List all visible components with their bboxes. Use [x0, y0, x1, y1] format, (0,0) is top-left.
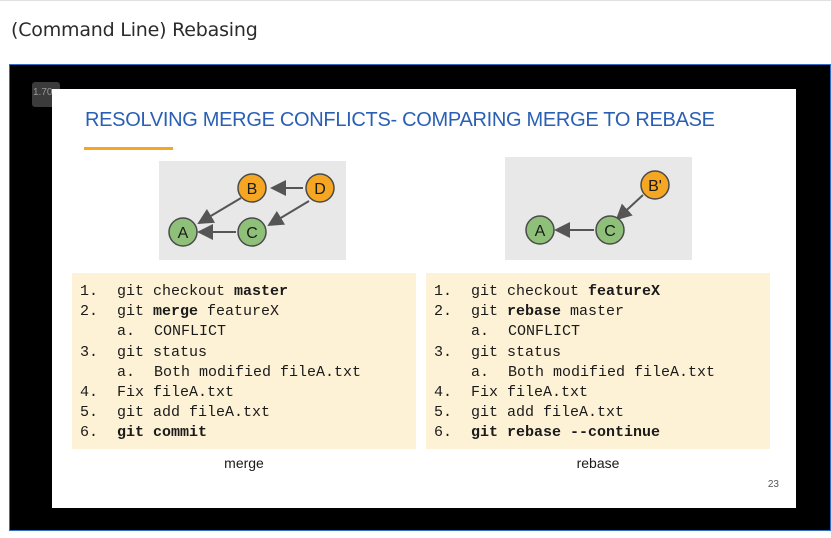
rebase-diagram: A C B' — [505, 157, 692, 260]
substep-letter: a. — [471, 323, 490, 341]
node-b-prime-label: B' — [648, 178, 662, 195]
merge-step-4: 4. Fix fileA.txt — [80, 383, 416, 403]
edge-bprime-c — [615, 194, 644, 221]
slide-heading: RESOLVING MERGE CONFLICTS- COMPARING MER… — [85, 109, 715, 131]
merge-step-1: 1. git checkout master — [80, 282, 416, 302]
substep-text: CONFLICT — [154, 323, 227, 341]
node-c: C — [237, 217, 267, 247]
step-number: 4. — [434, 383, 453, 401]
step-text-suffix: featureX — [198, 303, 280, 321]
heading-accent-line — [84, 147, 173, 150]
step-number: 6. — [80, 424, 99, 442]
page-title: (Command Line) Rebasing — [11, 19, 258, 41]
merge-graph: A B C D — [168, 173, 335, 247]
node-d: D — [305, 173, 335, 203]
step-text-bold: featureX — [588, 283, 661, 300]
merge-step-3: 3. git status — [80, 343, 416, 363]
rebase-step-4: 4. Fix fileA.txt — [434, 383, 770, 403]
node-b-prime: B' — [640, 170, 670, 200]
edge-b-a — [197, 197, 242, 225]
merge-step-5: 5. git add fileA.txt — [80, 403, 416, 423]
substep-text: Both modified fileA.txt — [154, 363, 362, 381]
step-number: 3. — [434, 343, 453, 361]
step-number: 6. — [434, 424, 453, 442]
node-a-label: A — [535, 223, 546, 240]
rebase-step-1: 1. git checkout featureX — [434, 282, 770, 302]
step-number: 5. — [80, 404, 99, 422]
node-d-label: D — [314, 181, 326, 198]
substep-text: Both modified fileA.txt — [508, 363, 716, 381]
step-text-bold: git rebase --continue — [471, 424, 661, 442]
rebase-step-2: 2. git rebase master — [434, 302, 770, 322]
rebase-caption: rebase — [576, 455, 620, 471]
edge-d-c — [267, 200, 310, 227]
step-text-bold: merge — [153, 303, 199, 321]
step-text: git add fileA.txt — [471, 404, 625, 422]
substep-letter: a. — [471, 363, 490, 381]
substep-text: CONFLICT — [508, 323, 581, 341]
step-number: 5. — [434, 404, 453, 422]
step-number: 2. — [434, 303, 453, 321]
top-divider — [0, 0, 831, 1]
node-c-label: C — [246, 225, 258, 242]
step-text: git — [471, 303, 508, 321]
merge-step-3a: a. Both modified fileA.txt — [80, 363, 416, 383]
rebase-step-3: 3. git status — [434, 343, 770, 363]
node-a-label: A — [178, 225, 189, 242]
slide: RESOLVING MERGE CONFLICTS- COMPARING MER… — [52, 89, 796, 508]
step-number: 2. — [80, 303, 99, 321]
step-text: git checkout — [471, 283, 589, 300]
node-a: A — [168, 217, 198, 247]
merge-step-2: 2. git merge featureX — [80, 302, 416, 322]
merge-diagram: A B C D — [159, 161, 346, 260]
step-text-bold: master — [234, 283, 289, 300]
step-text-suffix: master — [561, 303, 625, 321]
merge-step-2a: a. CONFLICT — [80, 322, 416, 342]
step-number: 1. — [80, 283, 99, 300]
step-text: Fix fileA.txt — [117, 383, 235, 401]
step-text: git add fileA.txt — [117, 404, 271, 422]
step-text: git status — [117, 343, 208, 361]
step-text-bold: rebase — [507, 303, 562, 321]
rebase-step-6: 6. git rebase --continue — [434, 423, 770, 443]
video-player[interactable]: 1.70 RESOLVING MERGE CONFLICTS- COMPARIN… — [9, 64, 831, 531]
rebase-graph: A C B' — [525, 170, 670, 245]
step-text-bold: git commit — [117, 424, 208, 442]
node-a: A — [525, 215, 555, 245]
node-b-label: B — [247, 181, 258, 198]
rebase-step-3a: a. Both modified fileA.txt — [434, 363, 770, 383]
merge-step-6: 6. git commit — [80, 423, 416, 443]
rebase-step-2a: a. CONFLICT — [434, 322, 770, 342]
substep-letter: a. — [117, 323, 136, 341]
step-text: git — [117, 303, 154, 321]
step-text: Fix fileA.txt — [471, 383, 589, 401]
node-b: B — [237, 173, 267, 203]
step-number: 4. — [80, 383, 99, 401]
rebase-step-5: 5. git add fileA.txt — [434, 403, 770, 423]
node-c: C — [595, 215, 625, 245]
step-number: 1. — [434, 283, 453, 300]
step-text: git checkout — [117, 283, 235, 300]
merge-caption: merge — [224, 455, 264, 471]
substep-letter: a. — [117, 363, 136, 381]
step-number: 3. — [80, 343, 99, 361]
step-text: git status — [471, 343, 562, 361]
node-c-label: C — [604, 223, 616, 240]
rebase-steps: 1. git checkout featureX 2. git rebase mas… — [426, 273, 770, 449]
slide-number: 23 — [767, 479, 779, 490]
merge-steps: 1. git checkout master 2. git merge featur… — [72, 273, 416, 449]
